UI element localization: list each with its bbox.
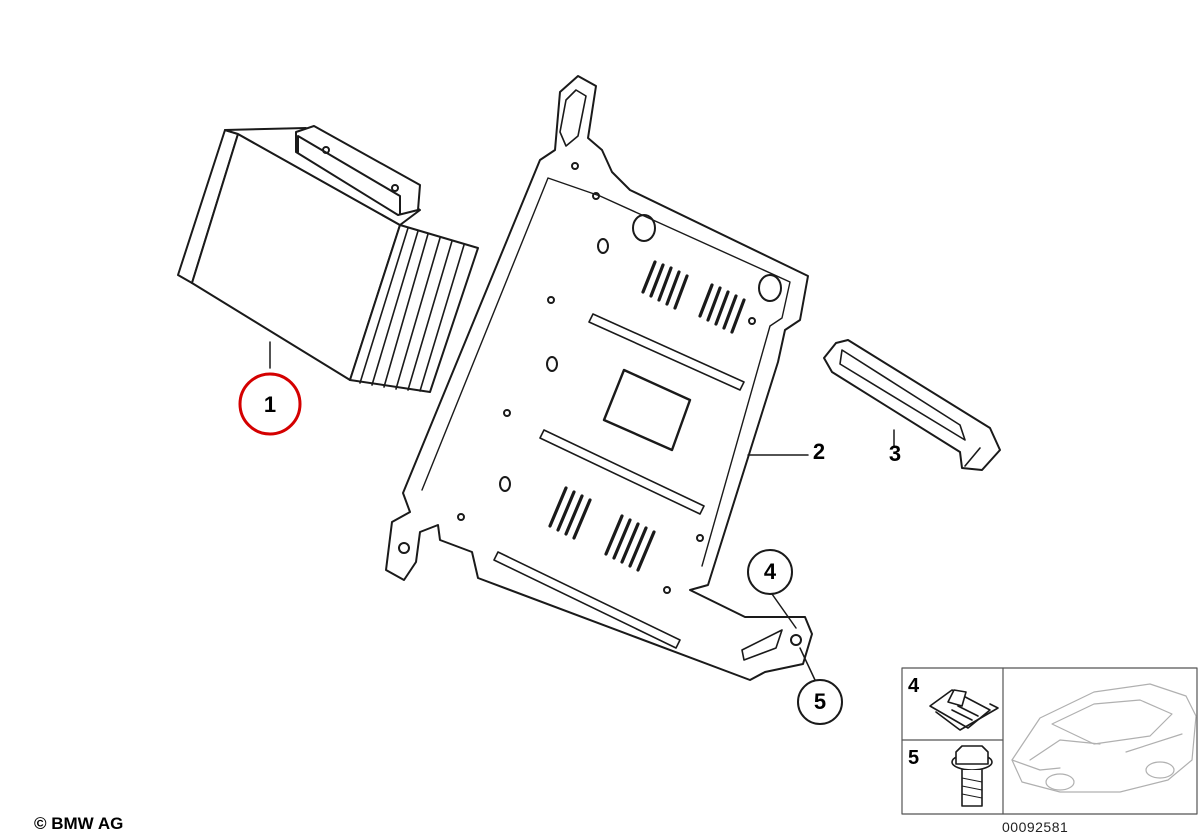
- bolt-icon: [951, 745, 993, 807]
- part-number-3[interactable]: 3: [888, 441, 902, 466]
- document-number: 00092581: [1002, 819, 1069, 835]
- part-number-5[interactable]: 5: [813, 689, 827, 714]
- callout-5-circle[interactable]: [797, 679, 843, 725]
- part-number-4[interactable]: 4: [763, 559, 777, 584]
- car-thumbnail-icon: [1011, 683, 1197, 793]
- part-number-2[interactable]: 2: [812, 439, 826, 464]
- callout-1-circle[interactable]: [238, 372, 302, 436]
- strip-part[interactable]: [823, 339, 1001, 471]
- copyright-text: © BMW AG: [34, 814, 124, 833]
- part-number-1[interactable]: 1: [263, 392, 277, 417]
- clip-nut-icon: [929, 689, 999, 731]
- control-unit-part[interactable]: [177, 125, 479, 393]
- bracket-part[interactable]: [385, 75, 816, 681]
- legend-number-5: 5: [908, 747, 920, 769]
- legend-number-4: 4: [908, 675, 920, 697]
- callout-4-circle[interactable]: [747, 549, 793, 595]
